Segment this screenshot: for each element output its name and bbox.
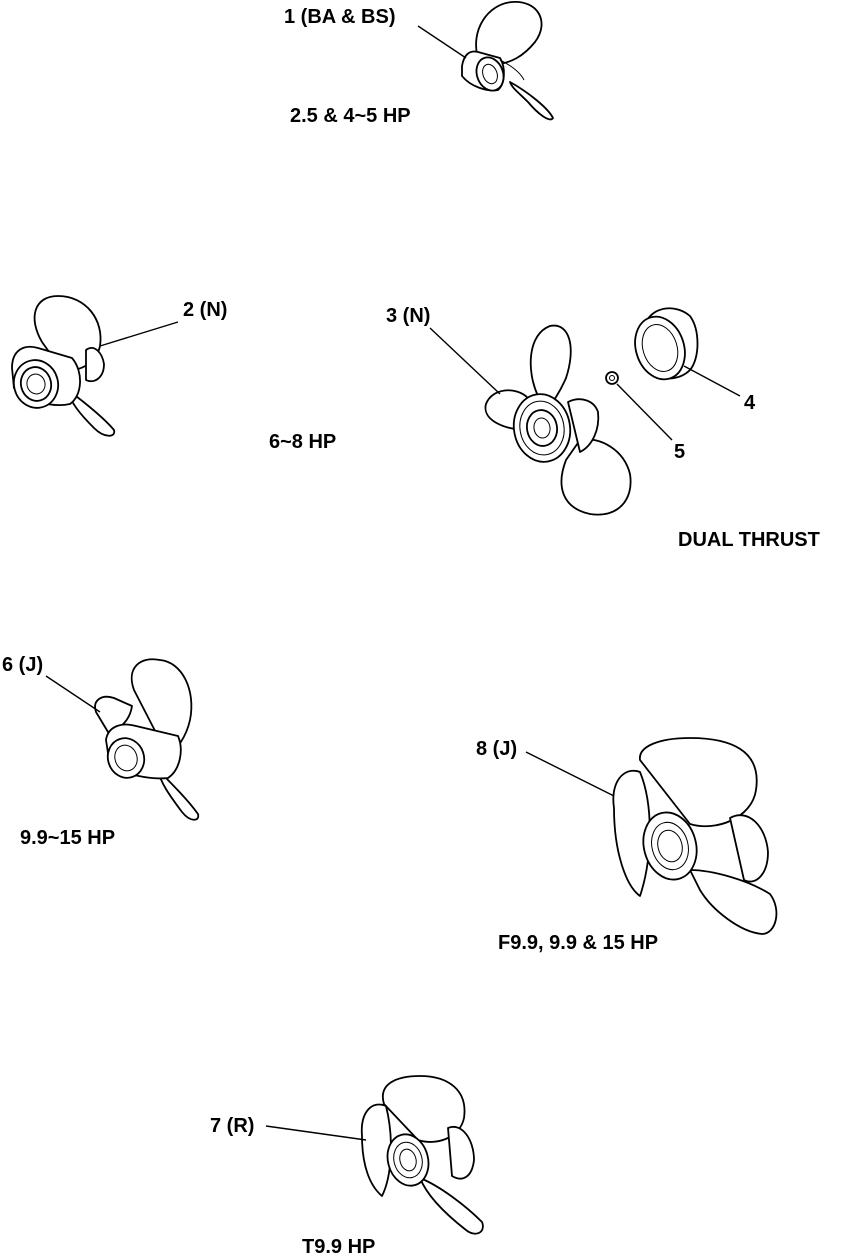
caption-dual-thrust: DUAL THRUST <box>678 529 820 551</box>
part-4-thrust-hub-drawing <box>634 307 699 381</box>
caption-9-9-15-hp: 9.9~15 HP <box>20 827 116 849</box>
leader-line-3 <box>429 327 501 395</box>
propeller-3-drawing <box>484 324 632 516</box>
callout-6: 6 (J) <box>2 654 44 676</box>
propeller-2-drawing <box>11 295 116 437</box>
leader-line-1 <box>417 25 467 59</box>
propeller-1-drawing <box>461 1 554 121</box>
caption-6-8-hp: 6~8 HP <box>269 431 337 453</box>
callout-7: 7 (R) <box>210 1115 255 1137</box>
leader-line-7 <box>265 1125 367 1141</box>
propeller-6-drawing <box>94 658 200 821</box>
propeller-7-drawing <box>360 1075 484 1235</box>
leader-line-6 <box>45 675 101 713</box>
leader-line-5 <box>616 383 673 441</box>
leader-line-2 <box>99 321 179 347</box>
callout-5: 5 <box>674 441 686 463</box>
callout-3: 3 (N) <box>386 305 431 327</box>
leader-line-8 <box>525 751 615 797</box>
caption-f9-9-9-9-15-hp: F9.9, 9.9 & 15 HP <box>498 932 659 954</box>
caption-2-5-4-5-hp: 2.5 & 4~5 HP <box>290 105 411 127</box>
part-5-washer-drawing <box>605 371 619 385</box>
leader-line-4 <box>683 365 741 397</box>
caption-t9-9-hp: T9.9 HP <box>302 1236 376 1256</box>
callout-8: 8 (J) <box>476 738 518 760</box>
callout-1: 1 (BA & BS) <box>284 6 396 28</box>
propeller-8-drawing <box>612 737 778 935</box>
callout-2: 2 (N) <box>183 299 228 321</box>
callout-4: 4 <box>744 392 756 414</box>
